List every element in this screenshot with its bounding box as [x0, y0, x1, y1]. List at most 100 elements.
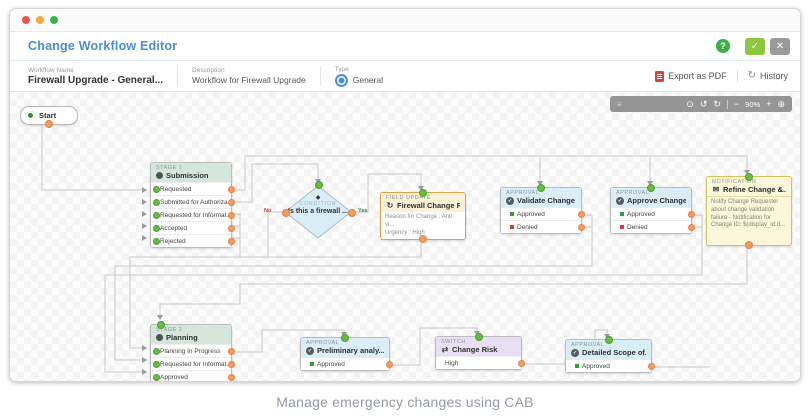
- node-title: Approve Change ...: [627, 196, 686, 205]
- approval-validate-node[interactable]: Approval ✓ Validate Change ... Approved …: [500, 184, 585, 234]
- node-title: Refine Change &...: [723, 185, 786, 194]
- in-port[interactable]: [604, 336, 613, 344]
- stage1-node[interactable]: Stage 1 Submission Requested Submitted f…: [150, 162, 235, 248]
- in-port[interactable]: [153, 373, 160, 381]
- switch-node[interactable]: Switch ⇄ Change Risk High: [435, 333, 525, 370]
- node-kind: Notification: [712, 179, 757, 185]
- denied-row[interactable]: Denied: [611, 220, 695, 233]
- condition-no-port[interactable]: [282, 209, 290, 217]
- condition-in-port[interactable]: [315, 181, 323, 189]
- case-row[interactable]: High: [436, 356, 525, 369]
- workflow-name-label: Workflow Name: [28, 66, 74, 74]
- approval-approve-node[interactable]: Approval ✓ Approve Change ... Approved D…: [610, 184, 695, 234]
- out-port[interactable]: [228, 211, 235, 219]
- condition-yes-port[interactable]: [348, 209, 356, 217]
- out-port[interactable]: [578, 210, 585, 218]
- in-port[interactable]: [153, 224, 160, 232]
- in-port[interactable]: [153, 347, 160, 355]
- app-window: Change Workflow Editor ? ✓ ✕ Workflow Na…: [9, 8, 801, 382]
- in-port[interactable]: [153, 237, 160, 245]
- save-button[interactable]: ✓: [745, 37, 765, 55]
- out-port[interactable]: [578, 223, 585, 231]
- minimize-window-icon[interactable]: [36, 16, 44, 24]
- node-kind: Approval: [506, 190, 540, 196]
- out-port[interactable]: [228, 373, 235, 381]
- out-port[interactable]: [228, 198, 235, 206]
- zoom-level: 90%: [745, 99, 761, 109]
- in-port[interactable]: [647, 184, 655, 192]
- workflow-canvas[interactable]: ≡ ⊙ ↺ ↻ − 90% + ⊕ Start Stage 1 Submissi: [10, 92, 800, 381]
- in-port[interactable]: [419, 189, 427, 197]
- out-port[interactable]: [688, 210, 695, 218]
- out-port[interactable]: [228, 185, 235, 193]
- zoom-in-button[interactable]: +: [766, 99, 772, 109]
- undo-icon[interactable]: ↺: [699, 98, 708, 109]
- close-editor-button[interactable]: ✕: [770, 37, 790, 55]
- redo-icon[interactable]: ↻: [713, 98, 721, 109]
- status-row[interactable]: Planning In Progress: [151, 344, 235, 357]
- notification-node[interactable]: Notification ✉ Refine Change &... Notify…: [706, 173, 792, 249]
- zoom-out-button[interactable]: −: [733, 99, 740, 109]
- close-window-icon[interactable]: [22, 16, 30, 24]
- out-port[interactable]: [745, 241, 753, 249]
- out-port[interactable]: [228, 224, 235, 232]
- description-value[interactable]: Workflow for Firewall Upgrade: [192, 75, 306, 85]
- power-icon[interactable]: ⊙: [686, 98, 694, 109]
- status-row[interactable]: Accepted: [151, 221, 235, 234]
- in-port[interactable]: [153, 198, 160, 206]
- status-row[interactable]: Approved: [151, 370, 235, 381]
- out-port[interactable]: [228, 237, 235, 245]
- help-icon[interactable]: ?: [716, 39, 730, 53]
- out-port[interactable]: [228, 360, 235, 368]
- in-port[interactable]: [474, 333, 483, 341]
- in-port[interactable]: [157, 321, 165, 329]
- field-update-line: Reason for Change : Anti vi...: [385, 214, 453, 228]
- out-port[interactable]: [518, 359, 525, 367]
- out-port[interactable]: [228, 347, 235, 355]
- notification-body: Notify Change Requester about change val…: [711, 199, 786, 229]
- pdf-icon: [655, 70, 665, 82]
- out-port[interactable]: [386, 360, 393, 368]
- approval-detailed-node[interactable]: Approval ✓ Detailed Scope of... Approved: [565, 336, 655, 373]
- in-port[interactable]: [341, 334, 349, 342]
- workflow-name-value[interactable]: Firewall Upgrade - General...: [28, 74, 164, 86]
- type-label: Type: [334, 65, 349, 73]
- status-row[interactable]: Rejected: [151, 234, 235, 247]
- node-kind: Field Update: [386, 195, 432, 201]
- editor-header: Change Workflow Editor ? ✓ ✕: [10, 32, 800, 61]
- out-port[interactable]: [688, 223, 695, 231]
- in-port[interactable]: [153, 360, 160, 368]
- export-pdf-button[interactable]: Export as PDF: [655, 70, 727, 82]
- status-row[interactable]: Requested for Informat...: [151, 208, 235, 221]
- approved-row[interactable]: Approved: [301, 357, 393, 370]
- node-title: Is this a firewall ...: [288, 208, 348, 215]
- status-row[interactable]: Submitted for Authoriza...: [151, 195, 235, 208]
- status-row[interactable]: Requested: [151, 182, 235, 195]
- denied-row[interactable]: Denied: [501, 220, 585, 233]
- reset-zoom-icon[interactable]: ⊕: [777, 98, 785, 109]
- start-out-port[interactable]: [45, 120, 53, 128]
- field-update-node[interactable]: Field Update ↻ Firewall Change R... Reas…: [380, 189, 466, 244]
- approval-preliminary-node[interactable]: Approval ✓ Preliminary analy... Approved: [300, 334, 393, 371]
- drag-handle-icon[interactable]: ≡: [617, 99, 622, 109]
- approved-row[interactable]: Approved: [501, 207, 585, 220]
- page-title: Change Workflow Editor: [28, 39, 178, 53]
- in-port[interactable]: [153, 211, 160, 219]
- node-kind: Stage 1: [156, 165, 183, 171]
- out-port[interactable]: [648, 362, 655, 370]
- node-title: Detailed Scope of...: [582, 348, 646, 357]
- status-row[interactable]: Requested for Informat...: [151, 357, 235, 370]
- out-port[interactable]: [419, 235, 427, 244]
- approved-icon: [310, 362, 314, 366]
- maximize-window-icon[interactable]: [50, 16, 58, 24]
- in-port[interactable]: [153, 185, 160, 193]
- approved-row[interactable]: Approved: [611, 207, 695, 220]
- in-port[interactable]: [745, 173, 753, 181]
- in-port[interactable]: [537, 184, 545, 192]
- history-button[interactable]: ↻ History: [747, 70, 788, 82]
- approved-row[interactable]: Approved: [566, 359, 655, 372]
- start-node[interactable]: Start: [20, 106, 78, 128]
- condition-node[interactable]: ◆ Condition Is this a firewall ...: [276, 194, 360, 215]
- stage2-node[interactable]: Stage 2 Planning Planning In Progress Re…: [150, 321, 235, 381]
- approval-icon: ✓: [571, 348, 579, 357]
